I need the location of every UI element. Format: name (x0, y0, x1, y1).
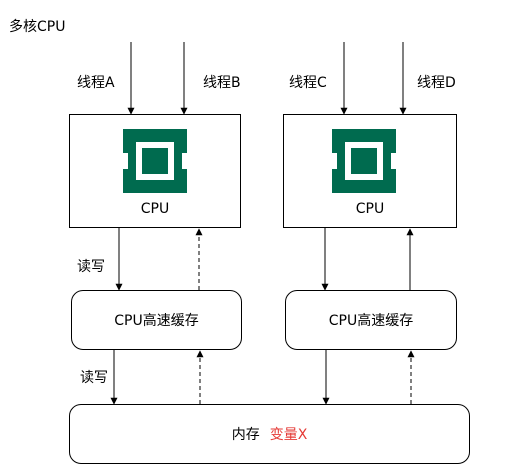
thread-b-label: 线程B (203, 75, 241, 91)
cpu-chip-icon (123, 129, 187, 193)
cache-left-box: CPU高速缓存 (71, 290, 242, 350)
read-write-label: 读写 (80, 370, 108, 386)
cpu-right-box: CPU (283, 114, 457, 228)
cpu-left-box: CPU (69, 114, 241, 228)
cache-right-label: CPU高速缓存 (328, 313, 414, 329)
thread-c-label: 线程C (289, 75, 327, 91)
memory-label: 内存 (231, 427, 260, 443)
variable-x-label: 变量X (269, 427, 308, 443)
cpu-chip-icon (332, 129, 396, 193)
cpu-right-label: CPU (355, 201, 385, 217)
diagram-title: 多核CPU (9, 19, 66, 35)
read-write-label: 读写 (77, 259, 105, 275)
thread-d-label: 线程D (417, 75, 456, 91)
memory-box: 内存 变量X (69, 404, 470, 464)
cache-right-box: CPU高速缓存 (285, 290, 457, 350)
thread-a-label: 线程A (77, 75, 115, 91)
cache-left-label: CPU高速缓存 (114, 313, 199, 329)
cpu-left-label: CPU (140, 201, 170, 217)
